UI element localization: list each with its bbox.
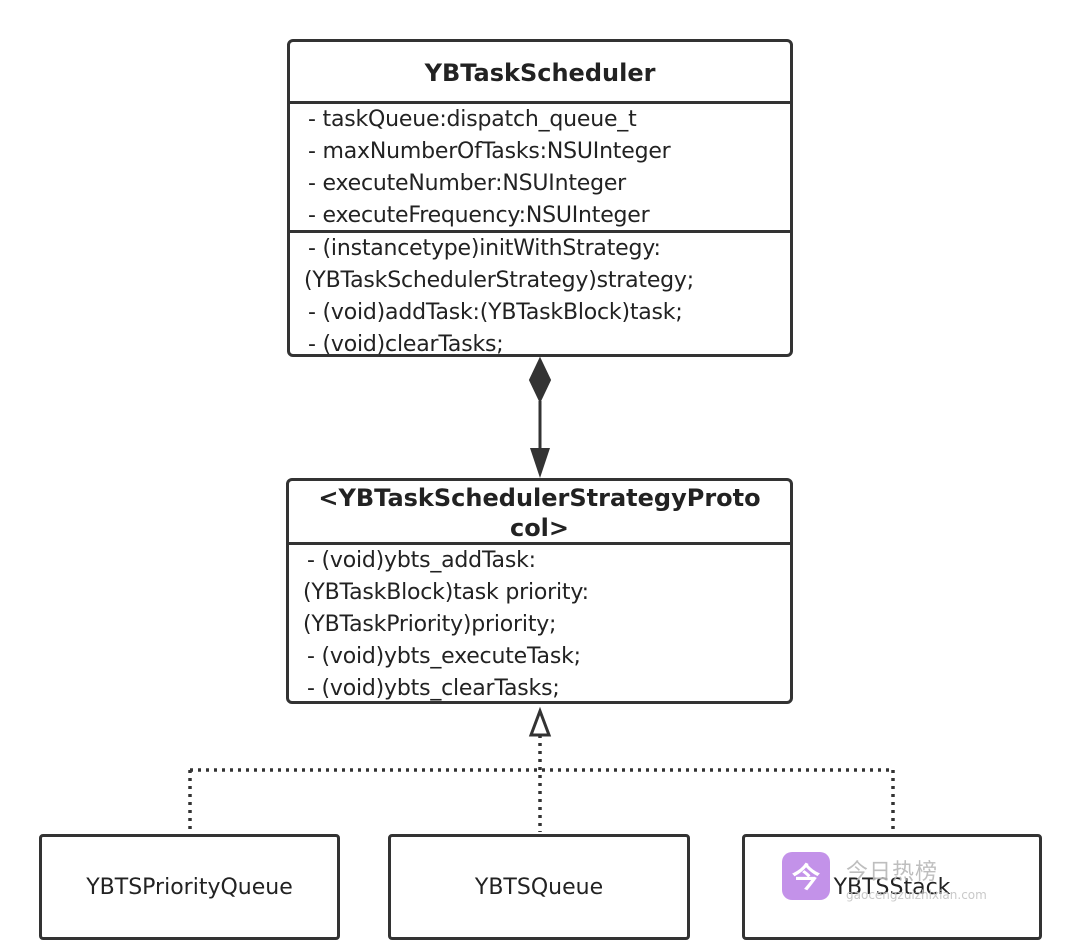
attribute-line: - executeFrequency:NSUInteger bbox=[308, 203, 650, 228]
attribute-line: - maxNumberOfTasks:NSUInteger bbox=[308, 139, 671, 164]
class-box-ybtspriorityqueue: YBTSPriorityQueue bbox=[39, 834, 340, 940]
method-line: (YBTaskSchedulerStrategy)strategy; bbox=[304, 268, 694, 293]
class-methods: - (instancetype)initWithStrategy: (YBTas… bbox=[290, 233, 790, 357]
method-line: - (instancetype)initWithStrategy: bbox=[308, 236, 661, 261]
method-line: (YBTaskBlock)task priority: bbox=[303, 580, 589, 605]
method-line: - (void)addTask:(YBTaskBlock)task; bbox=[308, 300, 683, 325]
class-attributes: - taskQueue:dispatch_queue_t - maxNumber… bbox=[290, 104, 790, 233]
class-title: YBTaskScheduler bbox=[290, 42, 790, 104]
protocol-title: <YBTaskSchedulerStrategyProto col> bbox=[289, 481, 790, 545]
method-line: - (void)ybts_clearTasks; bbox=[307, 676, 560, 701]
method-line: - (void)ybts_addTask: bbox=[307, 548, 536, 573]
composition-connector bbox=[528, 356, 552, 478]
protocol-box: <YBTaskSchedulerStrategyProto col> - (vo… bbox=[286, 478, 793, 704]
attribute-line: - taskQueue:dispatch_queue_t bbox=[308, 107, 637, 132]
composition-diamond bbox=[528, 356, 552, 404]
class-box-ybtsstack: YBTSStack bbox=[742, 834, 1042, 940]
protocol-methods: - (void)ybts_addTask: (YBTaskBlock)task … bbox=[289, 545, 790, 705]
class-box-ybtsqueue: YBTSQueue bbox=[388, 834, 690, 940]
attribute-line: - executeNumber:NSUInteger bbox=[308, 171, 627, 196]
protocol-title-line: col> bbox=[509, 514, 570, 542]
method-line: - (void)ybts_executeTask; bbox=[307, 644, 581, 669]
method-line: (YBTaskPriority)priority; bbox=[303, 612, 557, 637]
realization-connector bbox=[188, 706, 895, 832]
method-line: - (void)clearTasks; bbox=[308, 332, 504, 357]
protocol-title-line: <YBTaskSchedulerStrategyProto bbox=[318, 484, 761, 512]
composition-arrowhead bbox=[530, 448, 550, 478]
class-box-ybtaskscheduler: YBTaskScheduler - taskQueue:dispatch_que… bbox=[287, 39, 793, 357]
realization-triangle bbox=[528, 706, 552, 737]
